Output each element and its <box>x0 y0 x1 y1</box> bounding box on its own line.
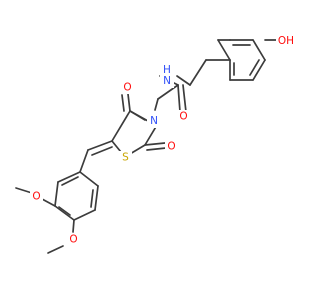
bond-ph-inner-2 <box>249 59 260 76</box>
bond-camide-o-b <box>182 84 187 113</box>
amide-nitrogen-text: N <box>163 75 171 87</box>
imide-nitrogen-text: N <box>150 115 158 127</box>
bond-n-ch2 <box>154 98 159 111</box>
ring-carbonyl-oxygen-lower: O <box>165 140 178 153</box>
bond-ar2-ar3 <box>94 185 99 211</box>
phenol-hydroxyl: OH <box>276 34 296 48</box>
bond-c5-c4 <box>111 110 131 142</box>
bond-c5-methine-b <box>91 146 113 156</box>
atom-label-layer: O N S O O H N OH O <box>30 34 296 246</box>
bond-ar4-ar5 <box>54 205 75 221</box>
thiazolidine-sulfur-text: S <box>122 152 129 164</box>
bond-ar1-ar2 <box>79 171 99 187</box>
bond-ar5-ar6 <box>54 181 59 207</box>
bond-omethoxy-ch3-b <box>47 245 64 254</box>
bond-ch2a-ch2b <box>189 59 207 86</box>
methoxy-oxygen-3: O <box>30 190 43 203</box>
bond-c5-methine-a <box>87 140 113 151</box>
bond-aromatic-inner-3 <box>61 176 79 186</box>
bond-nh-ch2a <box>176 75 191 86</box>
thiazolidine-sulfur: S <box>119 151 132 164</box>
amide-nh: H N <box>160 64 174 88</box>
bond-omethoxy-ch3-a <box>15 187 33 194</box>
bond-ar5-omethoxy <box>41 198 56 207</box>
methoxy-oxygen-4: O <box>67 233 80 246</box>
bond-camide-o-a <box>177 84 181 113</box>
molecule-structure-diagram: O N S O O H N OH O <box>15 34 296 254</box>
methoxy-oxygen-4-text: O <box>69 234 77 246</box>
bond-aromatic-inner-1 <box>90 189 94 208</box>
bond-c2-o-a <box>144 142 166 146</box>
imide-nitrogen: N <box>147 114 161 128</box>
bond-ch2-camide <box>157 84 179 100</box>
amide-hydrogen-text: H <box>163 64 171 76</box>
amide-oxygen-text: O <box>179 111 187 123</box>
bond-layer <box>15 39 278 254</box>
bond-ph5-ph6 <box>252 59 266 81</box>
bond-n3-c4-link <box>129 110 149 122</box>
ring-carbonyl-oxygen-upper-text: O <box>123 82 131 94</box>
ring-carbonyl-oxygen-upper: O <box>121 81 134 94</box>
bond-ph1-ph2 <box>217 39 231 61</box>
bond-ar3-ar4 <box>73 209 96 221</box>
methoxy-oxygen-3-text: O <box>32 191 40 203</box>
bond-ph4-ph5 <box>252 39 266 61</box>
bond-ar4-omethoxy <box>72 219 75 233</box>
bond-c4-o-b <box>121 94 125 112</box>
ring-carbonyl-oxygen-lower-text: O <box>167 141 175 153</box>
bond-methine-aryl <box>79 149 89 173</box>
bond-ar6-ar1 <box>57 171 81 183</box>
bond-aromatic-inner-2 <box>58 206 71 216</box>
bond-c2-o-b <box>146 147 167 151</box>
phenol-hydroxyl-text: OH <box>278 35 294 47</box>
amide-oxygen: O <box>177 110 190 123</box>
bond-c4-o-a <box>127 93 131 112</box>
